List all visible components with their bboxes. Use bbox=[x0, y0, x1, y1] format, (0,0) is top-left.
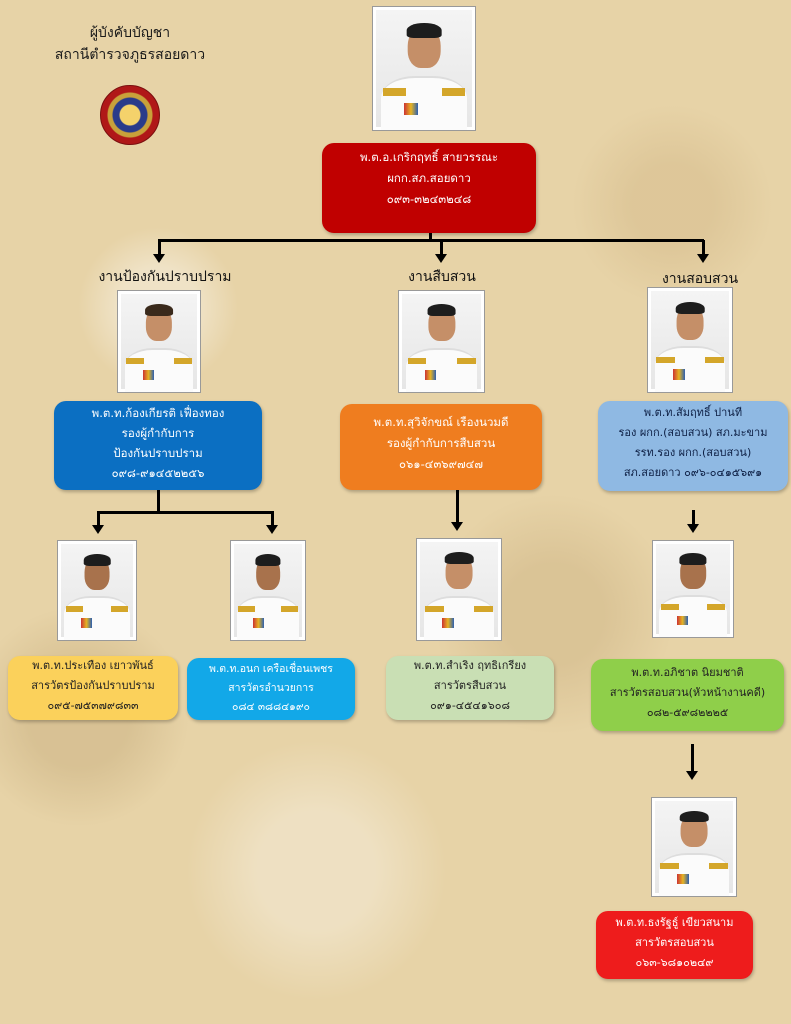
inspector-prevention-photo bbox=[57, 540, 137, 641]
title-line-2: สถานีตำรวจภูธรสอยดาว bbox=[54, 47, 206, 63]
deputy-investigation-phone: ๐๖๑-๔๓๖๙๗๔๗ bbox=[398, 457, 484, 471]
inspector-investigation-name: พ.ต.ท.สำเริง ฤทธิเกรียง bbox=[413, 659, 527, 672]
connector bbox=[158, 240, 161, 254]
deputy-inquiry-position-1: รอง ผกก.(สอบสวน) สภ.มะขาม bbox=[618, 426, 768, 439]
deputy-investigation-name: พ.ต.ท.สุวิจักขณ์ เรืองนวมดี bbox=[373, 415, 509, 429]
inspector-admin-photo bbox=[230, 540, 306, 641]
inspector-investigation-card: พ.ต.ท.สำเริง ฤทธิเกรียง สารวัตรสืบสวน ๐๙… bbox=[386, 656, 554, 720]
deputy-inquiry-position-3: สภ.สอยดาว ๐๙๖-๐๔๑๕๖๙๑ bbox=[623, 466, 763, 479]
dept-investigation-label: งานสืบสวน bbox=[408, 269, 476, 285]
deputy-prevention-position-1: รองผู้กำกับการ bbox=[121, 426, 195, 440]
arrow bbox=[92, 525, 104, 534]
connector bbox=[702, 240, 705, 254]
arrow bbox=[451, 522, 463, 531]
deputy-inquiry-name: พ.ต.ท.สัมฤทธิ์ ปานที bbox=[643, 406, 743, 419]
deputy-prevention-name: พ.ต.ท.ก้องเกียรติ เฟื่องทอง bbox=[91, 406, 225, 420]
inspector-admin-name: พ.ต.ท.อนก เครือเชื่อนเพชร bbox=[209, 663, 333, 675]
deputy-prevention-card: พ.ต.ท.ก้องเกียรติ เฟื่องทอง รองผู้กำกับก… bbox=[54, 401, 262, 490]
connector bbox=[157, 490, 160, 512]
connector bbox=[456, 490, 459, 522]
inspector-admin-card: พ.ต.ท.อนก เครือเชื่อนเพชร สารวัตรอำนวยกา… bbox=[187, 658, 355, 720]
inspector-inquiry-head-name: พ.ต.ท.อภิชาต นิยมชาติ bbox=[631, 666, 744, 679]
arrow bbox=[686, 771, 698, 780]
connector bbox=[97, 511, 274, 514]
dept-inquiry-label: งานสอบสวน bbox=[661, 271, 739, 287]
arrow bbox=[153, 254, 165, 263]
connector bbox=[691, 744, 694, 772]
arrow bbox=[435, 254, 447, 263]
inspector-prevention-phone: ๐๙๕-๗๕๓๗๙๘๓๓ bbox=[47, 699, 139, 712]
inspector-inquiry-phone: ๐๖๓-๖๘๑๐๒๔๙ bbox=[635, 956, 714, 969]
chief-position: ผกก.สภ.สอยดาว bbox=[387, 171, 471, 185]
inspector-inquiry-head-card: พ.ต.ท.อภิชาต นิยมชาติ สารวัตรสอบสวน(หัวห… bbox=[591, 659, 784, 731]
title-line-1: ผู้บังคับบัญชา bbox=[89, 25, 171, 41]
connector bbox=[440, 240, 443, 254]
connector bbox=[692, 510, 695, 524]
inspector-investigation-position: สารวัตรสืบสวน bbox=[433, 679, 507, 692]
page-title: ผู้บังคับบัญชา สถานีตำรวจภูธรสอยดาว bbox=[40, 22, 220, 66]
connector bbox=[97, 511, 100, 525]
deputy-inquiry-card: พ.ต.ท.สัมฤทธิ์ ปานที รอง ผกก.(สอบสวน) สภ… bbox=[598, 401, 788, 491]
inspector-investigation-phone: ๐๙๑-๔๕๔๑๖๐๘ bbox=[430, 699, 510, 712]
inspector-prevention-card: พ.ต.ท.ประเทือง เยาวพันธ์ สารวัตรป้องกันป… bbox=[8, 656, 178, 720]
chief-card: พ.ต.อ.เกริกฤทธิ์ สายวรรณะ ผกก.สภ.สอยดาว … bbox=[322, 143, 536, 233]
deputy-inquiry-photo bbox=[647, 287, 733, 393]
inspector-inquiry-head-phone: ๐๘๒-๕๙๘๒๒๒๕ bbox=[646, 706, 729, 719]
inspector-inquiry-name: พ.ต.ท.ธงรัฐธู์ เขียวสนาม bbox=[615, 916, 734, 929]
chief-photo bbox=[372, 6, 476, 131]
inspector-admin-phone: ๐๘๔ ๓๘๘๔๑๙๐ bbox=[232, 701, 310, 713]
inspector-inquiry-card: พ.ต.ท.ธงรัฐธู์ เขียวสนาม สารวัตรสอบสวน ๐… bbox=[596, 911, 753, 979]
chief-phone: ๐๙๓-๓๒๔๓๒๔๘ bbox=[386, 192, 472, 206]
inspector-inquiry-head-photo bbox=[652, 540, 734, 638]
connector bbox=[429, 233, 432, 241]
dept-prevention-label: งานป้องกันปราบปราม bbox=[98, 269, 232, 285]
police-emblem-icon bbox=[100, 85, 160, 145]
chief-name: พ.ต.อ.เกริกฤทธิ์ สายวรรณะ bbox=[359, 150, 499, 164]
inspector-inquiry-head-position: สารวัตรสอบสวน(หัวหน้างานคดี) bbox=[609, 686, 766, 699]
deputy-investigation-photo bbox=[398, 290, 485, 393]
inspector-prevention-name: พ.ต.ท.ประเทือง เยาวพันธ์ bbox=[32, 659, 154, 672]
deputy-prevention-phone: ๐๙๘-๙๑๔๕๒๒๕๖ bbox=[111, 466, 205, 480]
inspector-inquiry-position: สารวัตรสอบสวน bbox=[635, 936, 714, 949]
deputy-prevention-position-2: ป้องกันปราบปราม bbox=[113, 446, 203, 460]
arrow bbox=[266, 525, 278, 534]
deputy-inquiry-position-2: รรท.รอง ผกก.(สอบสวน) bbox=[634, 446, 752, 459]
arrow bbox=[697, 254, 709, 263]
inspector-prevention-position: สารวัตรป้องกันปราบปราม bbox=[31, 679, 155, 692]
deputy-investigation-card: พ.ต.ท.สุวิจักขณ์ เรืองนวมดี รองผู้กำกับก… bbox=[340, 404, 542, 490]
arrow bbox=[687, 524, 699, 533]
inspector-admin-position: สารวัตรอำนวยการ bbox=[228, 682, 314, 694]
inspector-inquiry-photo bbox=[651, 797, 737, 897]
deputy-investigation-position: รองผู้กำกับการสืบสวน bbox=[386, 436, 496, 450]
deputy-prevention-photo bbox=[117, 290, 201, 393]
inspector-investigation-photo bbox=[416, 538, 502, 641]
connector bbox=[271, 511, 274, 525]
